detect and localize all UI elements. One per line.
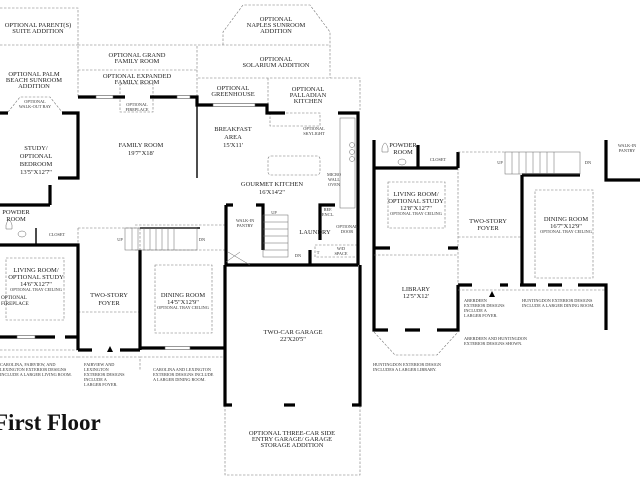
alt-label-closet: CLOSET (430, 157, 447, 162)
label-living-tray-ceiling: OPTIONAL TRAY CEILING (10, 287, 62, 292)
floor-title: First Floor (0, 410, 101, 435)
label-up: UP (117, 237, 123, 242)
label-dining-tray-ceiling: OPTIONAL TRAY CEILING (157, 305, 209, 310)
main-labels: OPTIONAL PARENT(S)SUITE ADDITION OPTIONA… (0, 16, 358, 449)
label-dn-2: DN (295, 253, 301, 258)
label-up-2: UP (271, 210, 277, 215)
label-parent-suite: OPTIONAL PARENT(S)SUITE ADDITION (5, 22, 72, 35)
alt-label-tray-ceiling: OPTIONAL TRAY CEILING (390, 211, 442, 216)
label-closet: CLOSET (49, 232, 66, 237)
alt-label-up: UP (497, 160, 503, 165)
walls (0, 95, 362, 407)
alt-label-dn: DN (585, 160, 591, 165)
label-laundry: LAUNDRY (299, 229, 331, 236)
fixtures (5, 95, 356, 352)
label-ref-encl: REF.ENCL. (322, 207, 334, 217)
stairs (124, 214, 289, 266)
alt-label-dining-tray: OPTIONAL TRAY CEILING (540, 229, 592, 234)
label-tub: T (317, 250, 320, 255)
label-dn: DN (199, 237, 205, 242)
